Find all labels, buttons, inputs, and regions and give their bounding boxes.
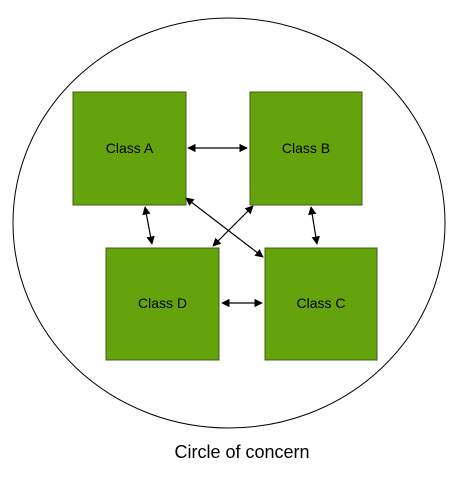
node-class-d: Class D	[105, 247, 220, 361]
node-class-b-box	[249, 91, 363, 206]
node-class-a-label: Class A	[106, 140, 154, 156]
node-class-b-label: Class B	[282, 140, 330, 156]
node-class-d-box	[105, 247, 220, 361]
node-class-c: Class C	[264, 247, 378, 361]
edge-b-d	[212, 205, 254, 247]
node-class-a-box	[72, 91, 187, 206]
node-class-c-label: Class C	[296, 295, 345, 311]
diagram-caption: Circle of concern	[174, 442, 309, 462]
node-class-d-label: Class D	[138, 295, 187, 311]
concern-circle	[12, 17, 446, 429]
node-class-a: Class A	[72, 91, 187, 206]
edge-b-c	[308, 206, 320, 245]
edge-a-d	[142, 206, 155, 245]
node-class-c-box	[264, 247, 378, 361]
node-class-b: Class B	[249, 91, 363, 206]
